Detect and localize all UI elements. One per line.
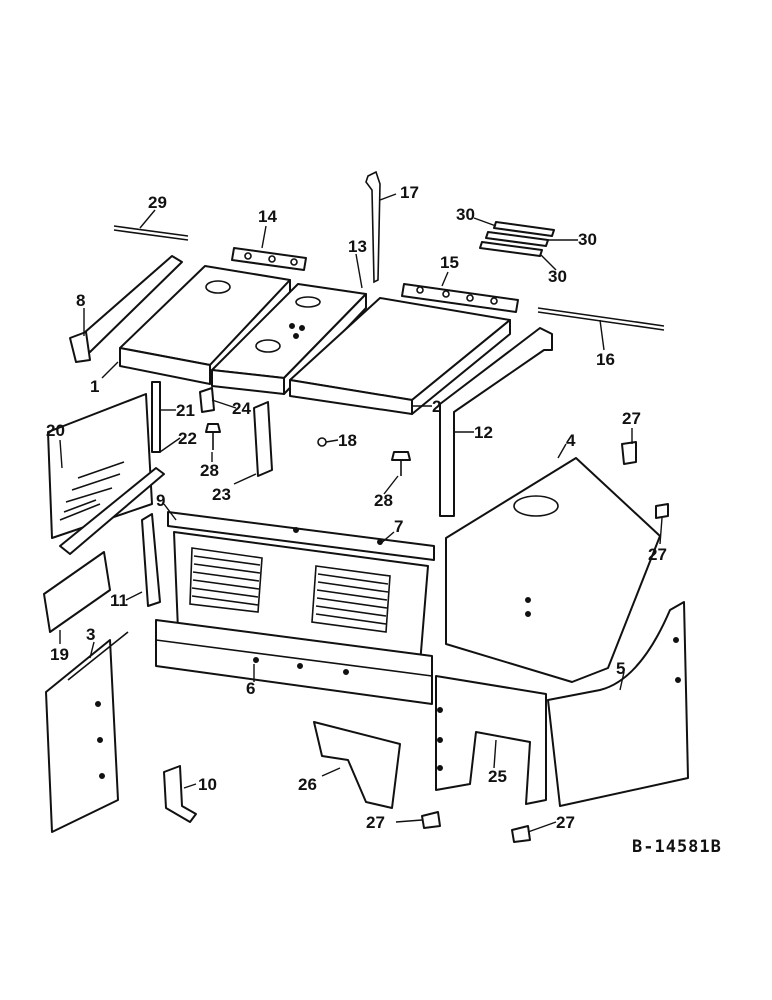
part-6-bottom-rail: [155, 619, 433, 705]
part-30-strips: [479, 221, 555, 257]
callout-20: 20: [46, 421, 65, 440]
callout-9: 9: [156, 491, 165, 510]
callout-11: 11: [110, 591, 128, 610]
callout-1: 1: [90, 377, 99, 396]
part-5-rear-fender: [547, 601, 689, 807]
callout-10: 10: [198, 775, 217, 794]
part-8-side-rail: [69, 255, 183, 363]
callout-30-right: 30: [578, 230, 597, 249]
part-22-channel: [59, 467, 165, 555]
part-19-plate: [43, 551, 111, 633]
callout-8: 8: [76, 291, 85, 310]
leader-lines: [59, 193, 663, 833]
callout-28-right: 28: [374, 491, 393, 510]
callout-12: 12: [474, 423, 493, 442]
part-14-bracket: [231, 247, 307, 271]
part-16-rod: [537, 307, 665, 331]
part-4-hood: [445, 457, 661, 683]
callout-27-bottom: 27: [366, 813, 385, 832]
part-28-fastener-left: [205, 423, 221, 450]
callout-18: 18: [338, 431, 357, 450]
callout-30-bottom: 30: [548, 267, 567, 286]
callout-14: 14: [258, 207, 277, 226]
part-18-clip: [317, 437, 327, 447]
part-12-channel: [439, 327, 553, 517]
callout-23: 23: [212, 485, 231, 504]
part-29-rod: [113, 225, 189, 241]
part-2-right-panel: [289, 297, 511, 415]
callout-6: 6: [246, 679, 255, 698]
part-3-side-panel: [45, 631, 129, 833]
callout-21: 21: [176, 401, 195, 420]
callout-3: 3: [86, 625, 95, 644]
callout-22: 22: [178, 429, 197, 448]
callout-28-left: 28: [200, 461, 219, 480]
callout-30-top: 30: [456, 205, 475, 224]
part-21-strip: [151, 381, 161, 453]
callout-13: 13: [348, 237, 367, 256]
callout-29: 29: [148, 193, 167, 212]
drawing-number: B-14581B: [632, 837, 722, 857]
part-11-post: [141, 513, 161, 607]
callout-5: 5: [616, 659, 625, 678]
callout-19: 19: [50, 645, 69, 664]
part-27-fastener-top: [621, 441, 637, 465]
part-27-fastener-bottom: [421, 811, 441, 829]
part-17-rod: [365, 170, 381, 284]
part-27-fastener-right: [655, 503, 669, 519]
callout-27-top: 27: [622, 409, 641, 428]
callout-16: 16: [596, 350, 615, 369]
part-28-fastener-right: [391, 451, 411, 476]
callout-24: 24: [232, 399, 251, 418]
callout-4: 4: [566, 431, 576, 450]
callout-27-bottom-right: 27: [556, 813, 575, 832]
callout-15: 15: [440, 253, 459, 272]
part-23-post: [253, 401, 273, 477]
part-27-fastener-bottom-right: [511, 825, 531, 843]
callout-2: 2: [432, 397, 441, 416]
callout-27-right: 27: [648, 545, 667, 564]
part-24-bracket: [199, 387, 215, 413]
part-7-top-rail: [167, 511, 435, 561]
part-26-bracket: [313, 721, 401, 809]
part-15-bracket: [401, 283, 519, 313]
callout-25: 25: [488, 767, 507, 786]
part-25-rear-panel: [435, 675, 547, 805]
part-10-bracket: [163, 765, 197, 823]
callout-7: 7: [394, 517, 403, 536]
callout-26: 26: [298, 775, 317, 794]
callout-17: 17: [400, 183, 419, 202]
